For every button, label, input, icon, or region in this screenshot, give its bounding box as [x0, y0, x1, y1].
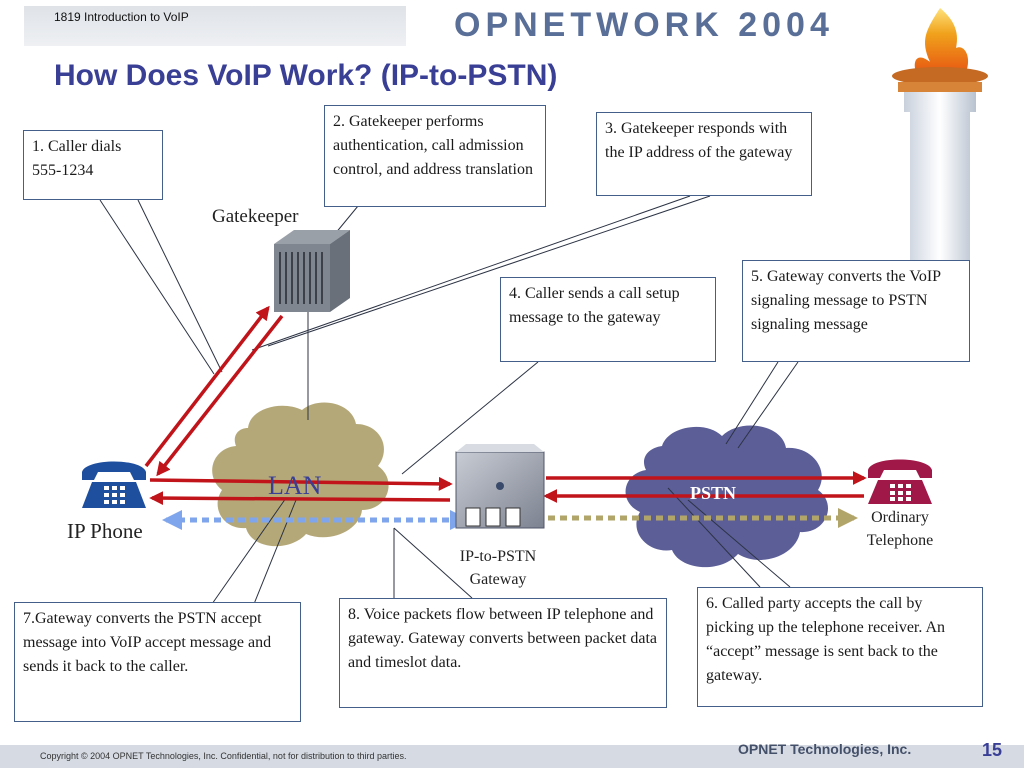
step-6-callout: 6. Called party accepts the call by pick…	[697, 587, 983, 707]
signal-arrows	[144, 305, 867, 506]
lan-label: LAN	[268, 471, 322, 500]
page-number: 15	[982, 740, 1003, 760]
step-3-callout: 3. Gatekeeper responds with the IP addre…	[596, 112, 812, 196]
ordinary-telephone-label: Ordinary Telephone	[852, 506, 948, 552]
gateway-label-line1: IP-to-PSTN	[459, 548, 537, 565]
ordinary-telephone-icon	[868, 459, 932, 504]
company-name: OPNET Technologies, Inc.	[738, 741, 912, 757]
copyright-text: Copyright © 2004 OPNET Technologies, Inc…	[40, 751, 407, 761]
step-5-callout: 5. Gateway converts the VoIP signaling m…	[742, 260, 970, 362]
course-title: 1819 Introduction to VoIP	[24, 6, 406, 46]
step-7-callout: 7.Gateway converts the PSTN accept messa…	[14, 602, 301, 722]
gatekeeper-label: Gatekeeper	[212, 206, 299, 227]
step-1-line1: 1. Caller dials	[32, 138, 122, 155]
gatekeeper-server-icon	[274, 230, 350, 312]
ip-phone-icon	[82, 461, 146, 508]
ip-phone-label: IP Phone	[67, 519, 143, 543]
step-4-callout: 4. Caller sends a call setup message to …	[500, 277, 716, 362]
gateway-label-line2: Gateway	[469, 571, 527, 588]
ordinary-label-line2: Telephone	[866, 532, 934, 549]
footer-bar	[0, 745, 1024, 768]
gateway-device-icon	[455, 444, 545, 529]
slide-title: How Does VoIP Work? (IP-to-PSTN)	[54, 59, 558, 92]
step-2-callout: 2. Gatekeeper performs authentication, c…	[324, 105, 546, 207]
gateway-label: IP-to-PSTN Gateway	[440, 545, 556, 591]
step-8-callout: 8. Voice packets flow between IP telepho…	[339, 598, 667, 708]
brand-logo: OPNETWORK 2004	[454, 6, 834, 44]
ordinary-label-line1: Ordinary	[871, 509, 929, 526]
step-1-callout: 1. Caller dials 555-1234	[23, 130, 163, 200]
step-1-line2: 555-1234	[32, 162, 94, 179]
pstn-label: PSTN	[690, 483, 737, 503]
